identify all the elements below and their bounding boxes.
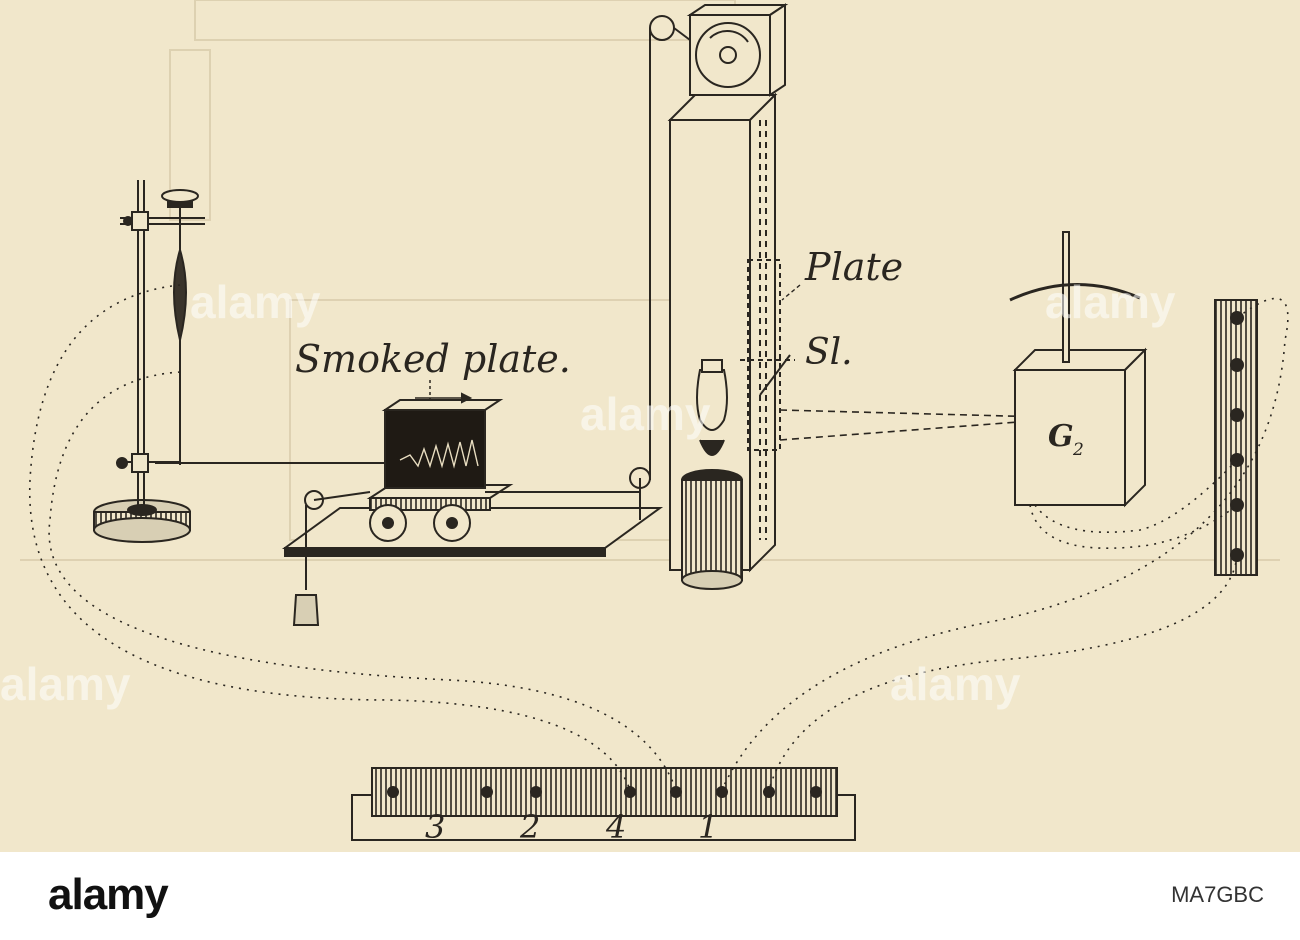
key-number-3: 3	[425, 808, 445, 846]
alamy-logo: alamy	[48, 870, 169, 919]
connecting-wires	[29, 284, 1289, 791]
key-number-1: 1	[698, 808, 718, 846]
galvanometer-subscript: 2	[1072, 440, 1084, 460]
muscle-stand	[93, 180, 385, 543]
key-number-4: 4	[605, 808, 626, 846]
watermark-text: alamy	[580, 388, 711, 440]
galvanometer	[1009, 231, 1148, 508]
watermark-text: alamy	[1045, 276, 1176, 328]
stock-footer: alamy MA7GBC	[0, 852, 1300, 940]
watermark-text: alamy	[0, 658, 131, 710]
watermark-layer: alamy alamy alamy alamy alamy	[0, 276, 1176, 710]
key-number-2: 2	[519, 808, 540, 846]
watermark-text: alamy	[190, 276, 321, 328]
apparatus-diagram: Smoked plate. Plate Sl. G 2 3 2 4 1 alam…	[0, 0, 1289, 846]
bottom-key-strip	[351, 767, 856, 841]
smoked-plate-trolley	[281, 380, 664, 626]
light-beam	[779, 409, 1046, 441]
lamp	[681, 359, 743, 590]
smoked-plate-label: Smoked plate.	[295, 337, 571, 381]
image-id: MA7GBC	[1171, 882, 1264, 907]
watermark-text: alamy	[890, 658, 1021, 710]
galvanometer-label: G	[1048, 419, 1074, 454]
plate-label: Plate	[804, 245, 903, 289]
illustration-area: Smoked plate. Plate Sl. G 2 3 2 4 1 alam…	[0, 0, 1300, 852]
right-terminal-strip	[1214, 299, 1258, 576]
slit-label: Sl.	[805, 332, 853, 373]
